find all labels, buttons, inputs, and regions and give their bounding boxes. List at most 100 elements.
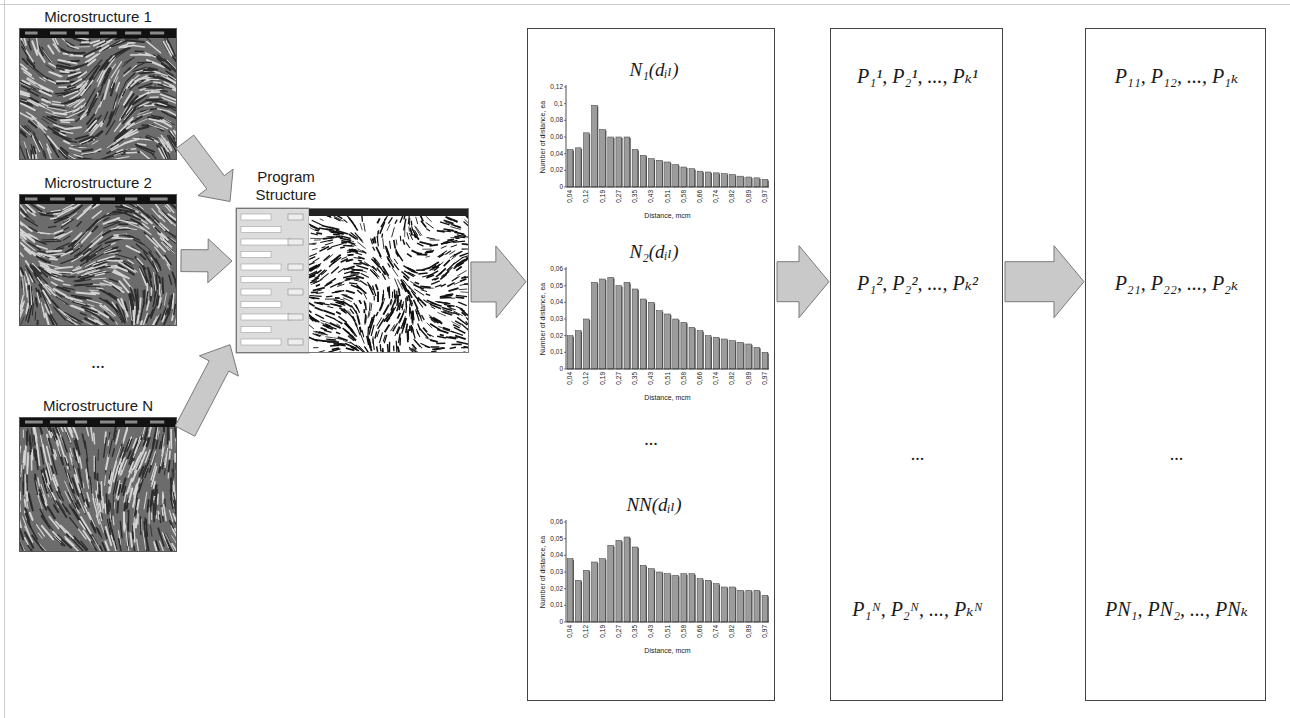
lamella <box>148 317 156 326</box>
lamella <box>65 314 76 321</box>
segment-line <box>411 221 413 226</box>
lamella <box>61 121 69 123</box>
lamella <box>146 292 147 305</box>
lamella <box>95 457 96 475</box>
segment-line <box>455 238 459 239</box>
lamella <box>64 89 80 95</box>
segment-line <box>460 284 465 285</box>
lamella <box>138 240 152 252</box>
lamella <box>154 81 161 83</box>
lamella <box>63 220 68 223</box>
lamella <box>73 465 75 474</box>
lamella <box>97 480 99 494</box>
micrograph-banner <box>19 28 177 38</box>
lamella <box>137 207 149 217</box>
lamella <box>86 53 94 57</box>
micrograph-border <box>20 29 177 160</box>
lamella <box>124 493 126 503</box>
lamella <box>78 111 84 116</box>
lamella <box>113 94 118 109</box>
segment-line <box>392 291 393 298</box>
lamella <box>59 125 72 127</box>
lamella <box>20 295 23 308</box>
lamella <box>88 59 95 65</box>
lamella <box>162 435 164 451</box>
segment-line <box>426 222 434 228</box>
lamella <box>111 283 124 292</box>
lamella <box>21 465 22 477</box>
lamella <box>57 68 64 70</box>
lamella <box>162 111 176 118</box>
lamella <box>122 103 132 118</box>
lamella <box>89 290 97 292</box>
lamella <box>83 203 94 211</box>
lamella <box>52 271 71 273</box>
lamella <box>58 535 71 548</box>
lamella <box>135 51 143 53</box>
lamella <box>104 250 116 253</box>
lamella <box>35 312 37 320</box>
lamella <box>30 513 33 520</box>
lamella <box>107 142 115 148</box>
lamella <box>142 224 148 229</box>
segment-line <box>328 240 332 242</box>
lamella <box>173 460 174 477</box>
lamella <box>161 140 168 151</box>
lamella <box>86 248 102 259</box>
lamella <box>70 148 81 151</box>
segment-line <box>378 319 384 329</box>
lamella <box>91 520 96 530</box>
segment-line <box>396 250 403 261</box>
lamella <box>54 505 58 512</box>
lamella <box>145 89 162 90</box>
segment-line <box>355 253 362 255</box>
lamella <box>92 278 106 280</box>
banner-mark <box>25 198 37 201</box>
segment-line <box>320 219 324 221</box>
lamella <box>47 250 62 253</box>
lamella <box>51 282 57 285</box>
lamella <box>47 116 56 120</box>
lamella <box>111 83 115 95</box>
lamella <box>54 230 62 233</box>
lamella <box>153 439 155 448</box>
lamella <box>67 46 74 49</box>
segment-line <box>427 323 433 328</box>
segment-line <box>336 312 341 314</box>
lamella <box>151 513 152 519</box>
lamella <box>106 494 109 513</box>
lamella <box>86 469 88 481</box>
lamella <box>136 81 143 85</box>
lamella <box>29 494 33 511</box>
lamella <box>46 471 49 484</box>
lamella <box>88 318 96 322</box>
banner-mark <box>150 421 164 424</box>
segment-line <box>431 307 435 309</box>
lamella <box>80 313 86 316</box>
lamella <box>104 63 109 70</box>
lamella <box>150 288 152 296</box>
lamella <box>52 277 62 281</box>
segment-line <box>440 274 446 279</box>
lamella <box>126 117 133 124</box>
lamella <box>105 228 118 233</box>
lamella <box>35 297 37 304</box>
lamella <box>163 239 171 246</box>
lamella <box>81 276 94 279</box>
segment-line <box>411 311 413 323</box>
segment-line <box>312 220 323 226</box>
lamella <box>49 438 53 453</box>
lamella <box>125 214 140 220</box>
segment-line <box>376 247 381 257</box>
segment-line <box>390 241 391 249</box>
segment-line <box>323 310 335 314</box>
lamella <box>147 42 161 53</box>
segment-line <box>315 307 323 310</box>
lamella <box>123 512 125 529</box>
lamella <box>108 432 110 439</box>
segment-line <box>446 337 456 338</box>
lamella <box>120 470 122 476</box>
lamella <box>140 226 152 235</box>
segment-line <box>309 295 321 297</box>
lamella <box>116 499 119 512</box>
